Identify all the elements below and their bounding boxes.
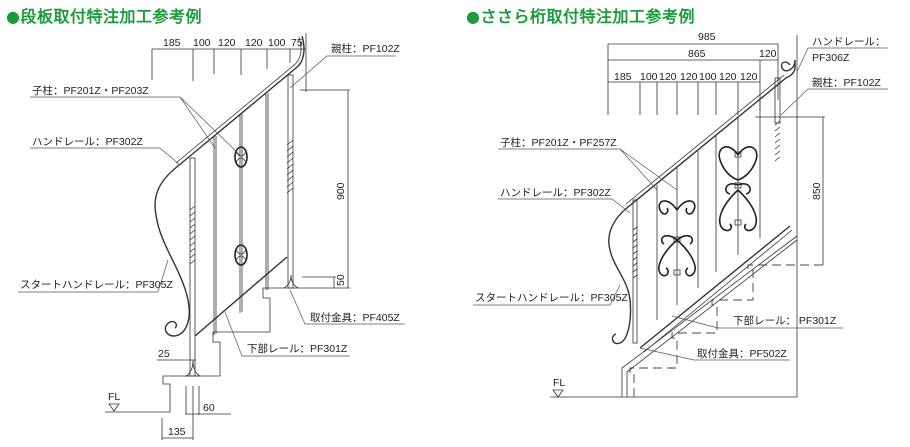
dim-865: 865 (688, 48, 706, 60)
dim-height: 850 (811, 182, 823, 200)
label-baluster: 子柱：PF201Z・PF257Z (500, 136, 617, 149)
label-lower-rail: 下部レール： PF301Z (733, 314, 837, 327)
dim-total: 985 (698, 31, 716, 43)
right-diagram-title: ●ささら桁取付特注加工参考例 (466, 7, 695, 26)
dim-120: 120 (759, 48, 777, 60)
right-handrail (608, 59, 796, 345)
hidden-steps (629, 264, 823, 397)
floor-level-label: FL (553, 377, 565, 389)
basket-ornament (234, 146, 248, 168)
label-handrail-top: ハンドレール： (812, 36, 886, 48)
dim-label: 120 (719, 71, 737, 83)
right-diagram: 985 865 120 185 100 120 120 100 120 120 (473, 31, 888, 398)
label-handrail: ハンドレール：PF302Z (32, 136, 143, 148)
right-lower-rail (639, 225, 791, 349)
right-top-dimensions: 985 865 120 185 100 120 120 100 120 120 (607, 31, 779, 115)
label-start-handrail: スタートハンドレール：PF305Z (20, 279, 173, 291)
floor-level-label: FL (108, 391, 120, 403)
left-handrail (154, 35, 305, 337)
left-top-dimensions: 185 100 120 120 100 75 (151, 33, 307, 92)
label-lower-rail: 下部レール：PF301Z (247, 342, 348, 355)
start-post (189, 157, 196, 377)
dim-label: 120 (680, 71, 698, 83)
left-lower-rail (194, 256, 288, 337)
dim-label: 100 (640, 71, 658, 83)
left-diagram-title: ●段板取付特注加工参考例 (6, 7, 202, 26)
label-bracket: 取付金具：PF502Z (697, 347, 787, 360)
scroll-ornament (658, 200, 696, 277)
label-handrail-top-code: PF306Z (812, 52, 850, 64)
dim-label: 75 (291, 37, 303, 49)
stringer (621, 235, 798, 397)
label-handrail: ハンドレール：PF302Z (500, 187, 611, 199)
dim-135: 135 (168, 426, 186, 438)
dim-25: 25 (158, 348, 170, 360)
left-diagram: 185 100 120 120 100 75 (18, 33, 405, 440)
label-start-handrail: スタートハンドレール：PF305Z (475, 292, 628, 304)
dim-label: 120 (245, 37, 263, 49)
label-baluster: 子柱：PF201Z・PF203Z (32, 84, 149, 97)
label-newel: 親柱：PF102Z (812, 76, 881, 89)
floor-level-marker-icon (108, 403, 120, 412)
dim-label: 100 (699, 71, 717, 83)
dim-label: 120 (218, 37, 236, 49)
label-bracket: 取付金具：PF405Z (310, 311, 400, 324)
dim-label: 100 (268, 37, 286, 49)
floor-level-marker-icon (552, 389, 564, 398)
label-newel: 親柱：PF102Z (331, 42, 400, 55)
dim-label: 120 (659, 71, 677, 83)
scroll-ornament (718, 146, 758, 232)
basket-ornament (234, 244, 248, 266)
newel-post (287, 74, 294, 289)
left-stairs (162, 287, 320, 412)
dim-label: 120 (740, 71, 758, 83)
dim-height: 900 (335, 182, 347, 200)
dim-60: 60 (203, 402, 215, 414)
dim-label: 100 (193, 37, 211, 49)
dim-label: 185 (163, 37, 181, 49)
dim-base: 50 (335, 274, 347, 286)
dim-label: 185 (614, 71, 632, 83)
